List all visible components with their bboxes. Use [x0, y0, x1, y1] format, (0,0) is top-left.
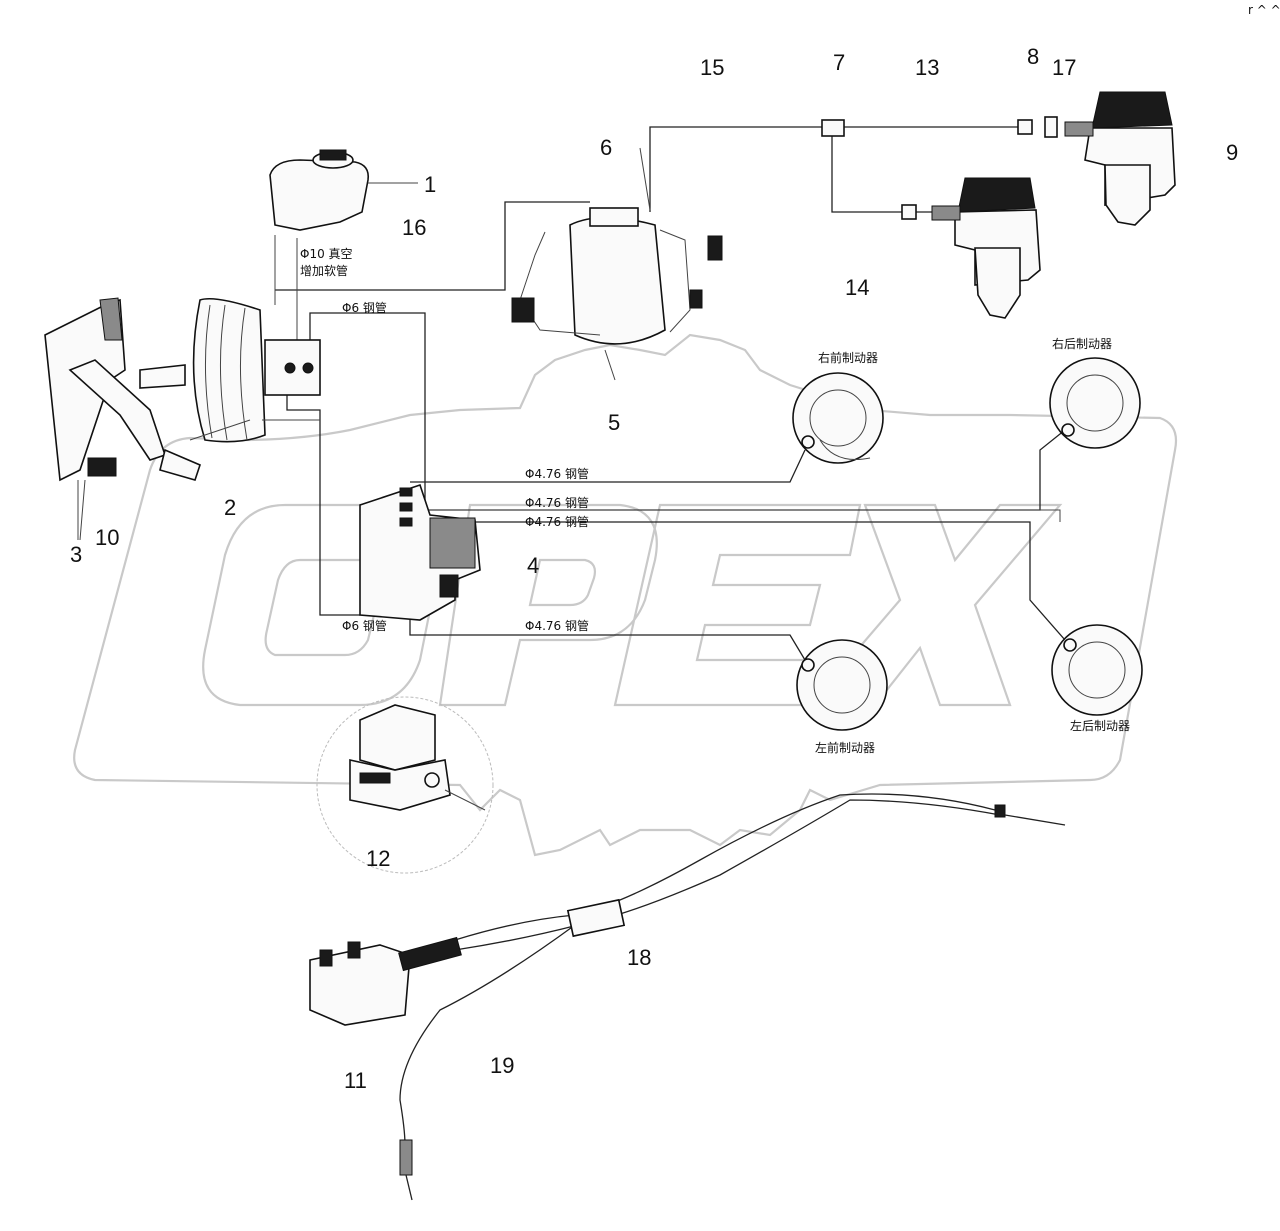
part-number-4: 4: [527, 553, 539, 578]
control-unit-detail: [316, 696, 494, 874]
label-pipe-476-c: Φ4.76 钢管: [525, 514, 589, 529]
pipe-rear-link: [410, 509, 1061, 522]
label-pipe-476-d: Φ4.76 钢管: [525, 618, 589, 633]
part-number-11: 11: [344, 1068, 367, 1093]
vacuum-line-top: [649, 126, 1030, 212]
pipe-6-lower: [286, 375, 360, 616]
part-numbers: 1 2 3 4 5 6 7 8 9 10 11 12 13 14 15 16 1…: [70, 44, 1238, 1093]
brake-front-right: [792, 372, 884, 464]
label-vacuum-hose-1: Φ10 真空: [300, 247, 353, 261]
label-rear-right-brake: 右后制动器: [1052, 336, 1112, 351]
brake-labels: 右前制动器 右后制动器 左前制动器 左后制动器: [815, 336, 1130, 755]
pipe-rear-right: [410, 429, 1066, 511]
watermark-letter-p: [438, 503, 658, 707]
part-number-5: 5: [608, 410, 620, 435]
leader-lines: [79, 147, 651, 811]
pipe-6-upper: [309, 312, 426, 520]
brake-rear-left: [1051, 624, 1143, 716]
part-number-7: 7: [833, 50, 845, 75]
part-number-17: 17: [1052, 55, 1076, 80]
brake-fluid-reservoir: [269, 149, 418, 231]
vacuum-pump-left: [931, 177, 1041, 319]
label-pipe-476-a: Φ4.76 钢管: [525, 466, 589, 481]
part-number-13: 13: [915, 55, 939, 80]
parking-brake-cable: [309, 793, 1066, 1201]
label-front-left-brake: 左前制动器: [815, 740, 875, 755]
label-pipe-476-b: Φ4.76 钢管: [525, 495, 589, 510]
brake-discs: [792, 357, 1143, 731]
pipe-labels: Φ10 真空 增加软管 Φ6 钢管 Φ6 钢管 Φ4.76 钢管 Φ4.76 钢…: [300, 247, 589, 633]
part-number-15: 15: [700, 55, 724, 80]
watermark-gear: [73, 333, 1178, 857]
part-number-1: 1: [424, 172, 436, 197]
brake-booster: [139, 297, 321, 443]
corner-mark: r ^ ^ ^: [1248, 3, 1280, 17]
pipe-front-left: [409, 580, 806, 661]
vacuum-pump-right: [1064, 91, 1176, 226]
pedal-assembly: [44, 297, 201, 540]
abs-module: [359, 483, 481, 621]
brake-lines: [274, 126, 1066, 661]
tee-connector: [821, 119, 845, 137]
label-vacuum-hose-2: 增加软管: [300, 263, 348, 278]
brake-rear-right: [1049, 357, 1141, 449]
pipe-front-right: [410, 449, 806, 483]
label-pipe-6-bottom: Φ6 钢管: [342, 618, 387, 633]
label-front-right-brake: 右前制动器: [818, 350, 878, 365]
pipe-rear-left: [410, 521, 1066, 641]
vacuum-hose-16: [275, 201, 590, 291]
label-pipe-6-top: Φ6 钢管: [342, 300, 387, 315]
part-number-16: 16: [402, 215, 426, 240]
part-number-9: 9: [1226, 140, 1238, 165]
part-number-19: 19: [490, 1053, 514, 1078]
label-rear-left-brake: 左后制动器: [1070, 718, 1130, 733]
part-number-3: 3: [70, 542, 82, 567]
part-number-18: 18: [627, 945, 651, 970]
part-number-12: 12: [366, 846, 390, 871]
part-number-6: 6: [600, 135, 612, 160]
vacuum-line-branch: [831, 127, 960, 213]
part-number-2: 2: [224, 495, 236, 520]
vacuum-tank: [511, 207, 723, 381]
part-number-8: 8: [1027, 44, 1039, 69]
part-number-14: 14: [845, 275, 869, 300]
part-number-10: 10: [95, 525, 119, 550]
hose-connectors: [901, 116, 1058, 220]
brake-front-left: [796, 639, 888, 731]
